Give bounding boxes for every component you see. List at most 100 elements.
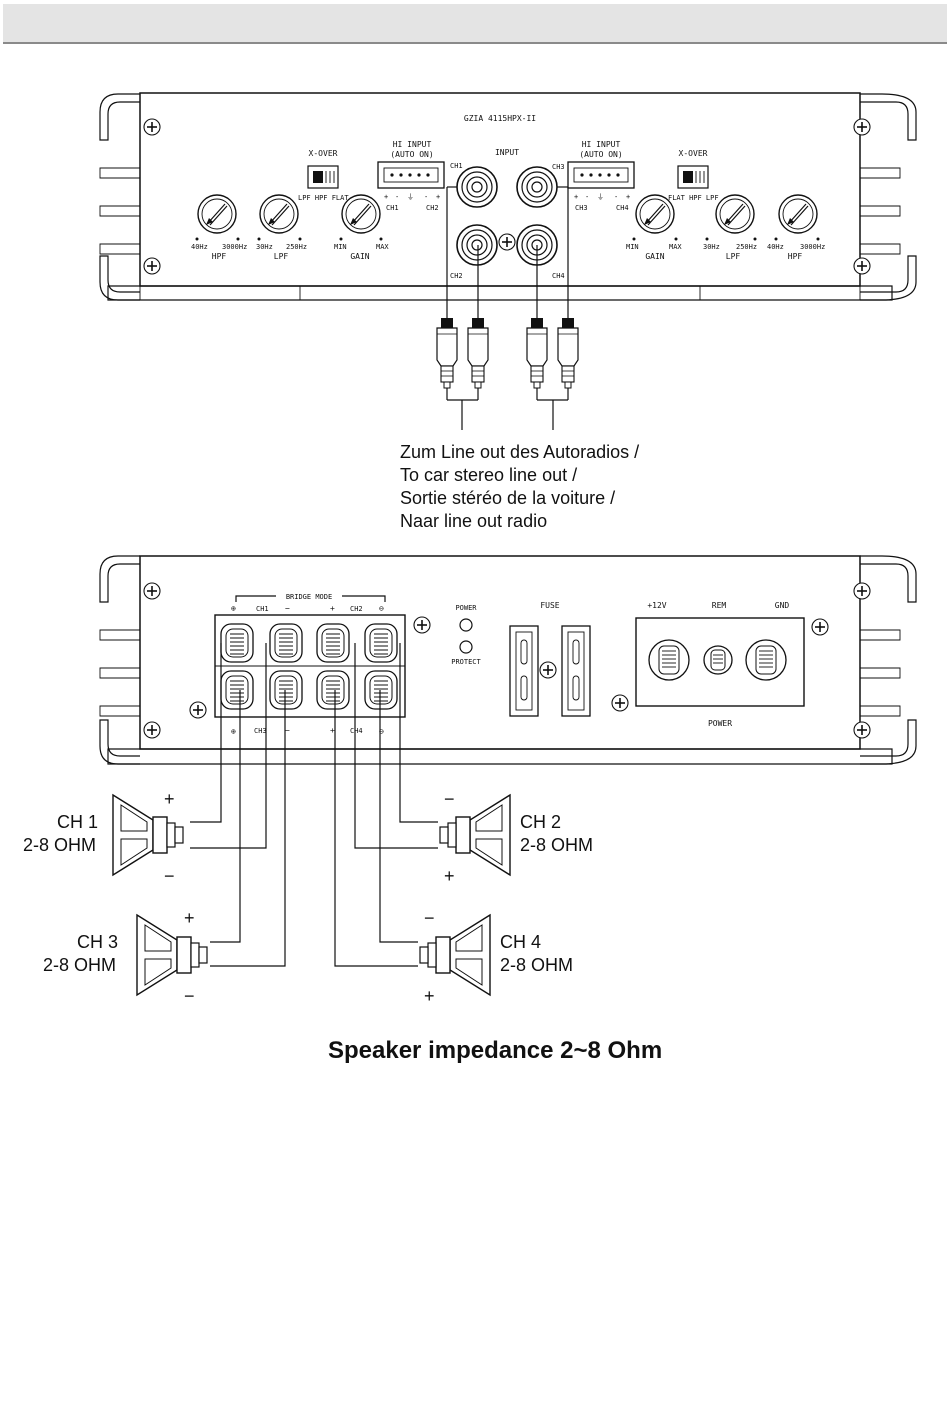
hi-input-label-right: HI INPUT [582,140,621,149]
lpf-min-label-right: 30Hz [703,243,720,251]
line-out-caption-de: Zum Line out des Autoradios / [400,442,639,462]
screw-icon [853,582,871,600]
svg-text:−: − [285,726,290,735]
rca-plug [467,317,489,389]
rca-cables [446,186,569,318]
svg-text:-: - [395,193,399,201]
lpf-max-label: 250Hz [286,243,307,251]
lpf-label-right: LPF [726,252,741,261]
speaker-ch1-label: CH 1 [57,812,98,832]
gain-label-left: GAIN [350,252,369,261]
rca-ch4-label: CH4 [552,272,565,280]
rca-plug [436,317,458,389]
speaker-wires [190,643,438,967]
rca-ch1-label: CH1 [450,162,463,170]
terminal-ch3-plus[interactable] [220,670,254,710]
svg-text:−: − [164,866,175,886]
svg-text:⊖: ⊖ [379,727,384,736]
screw-icon [539,661,557,679]
xover-label-left: X-OVER [309,149,338,158]
gain-knob-right[interactable] [635,194,675,234]
svg-text:⏚: ⏚ [407,193,414,201]
hpf-label-left: HPF [212,252,227,261]
rca-jack-ch2 [456,224,498,266]
hpf-max-label: 3000Hz [222,243,247,251]
speaker-ch2-impedance: 2-8 OHM [520,835,593,855]
ch3-label-hi: CH3 [575,204,588,212]
terminal-ch4-minus[interactable] [364,670,398,710]
terminal-ch2-plus[interactable] [316,623,350,663]
ch4-label-hi: CH4 [616,204,629,212]
svg-text:+: + [444,866,455,886]
terminal-gnd[interactable] [745,639,787,681]
rca-ch2-label: CH2 [450,272,463,280]
speaker-ch3-impedance: 2-8 OHM [43,955,116,975]
plus12v-label: +12V [647,601,666,610]
fuse-label: FUSE [540,601,559,610]
svg-text:+: + [384,193,388,201]
screw-icon [143,257,161,275]
svg-text:-: - [585,193,589,201]
screw-icon [189,701,207,719]
hpf-min-label: 40Hz [191,243,208,251]
protect-led-label: PROTECT [451,658,481,666]
rca-jack-ch1 [456,166,498,208]
lpf-max-label-right: 250Hz [736,243,757,251]
speaker-ch4-impedance: 2-8 OHM [500,955,573,975]
lpf-knob-right[interactable] [715,194,755,234]
ch1-label-hi: CH1 [386,204,399,212]
ch1-plus-label: ⊕ [231,604,236,613]
impedance-caption: Speaker impedance 2~8 Ohm [328,1037,662,1064]
svg-text:+: + [424,986,435,1006]
svg-text:⊕: ⊕ [231,727,236,736]
line-out-caption-fr: Sortie stéréo de la voiture / [400,488,615,508]
terminal-ch1-minus[interactable] [269,623,303,663]
lpf-min-label: 30Hz [256,243,273,251]
terminal-ch3-minus[interactable] [269,670,303,710]
gain-max-label-right: MAX [669,243,682,251]
rca-plug [557,317,579,389]
power-label: POWER [708,719,732,728]
rca-jack-ch3 [516,166,558,208]
terminal-rem[interactable] [703,645,733,675]
speaker-ch4-label: CH 4 [500,932,541,952]
terminal-ch2-minus[interactable] [364,623,398,663]
svg-text:−: − [285,604,290,613]
auto-on-label-left: (AUTO ON) [390,150,433,159]
svg-text:+: + [626,193,630,201]
xover-label-right: X-OVER [679,149,708,158]
bottom-amplifier: BRIDGE MODE ⊕ CH1 − + CH2 ⊖ ⊕ CH3 − + CH… [99,555,917,765]
input-label: INPUT [495,148,519,157]
terminal-ch4-plus[interactable] [316,670,350,710]
gnd-label: GND [775,601,790,610]
screw-icon [143,118,161,136]
lpf-knob-left[interactable] [259,194,299,234]
auto-on-label-right: (AUTO ON) [579,150,622,159]
model-label: GZIA 4115HPX-II [464,114,536,123]
hpf-knob-right[interactable] [778,194,818,234]
hpf-min-label-right: 40Hz [767,243,784,251]
line-out-caption-en: To car stereo line out / [400,465,577,485]
hi-input-label-left: HI INPUT [393,140,432,149]
screw-icon [143,721,161,739]
screw-icon [853,257,871,275]
gain-min-label: MIN [334,243,347,251]
fuse-left [509,625,539,717]
terminal-ch1-plus[interactable] [220,623,254,663]
ch1-label-speaker: CH1 [256,605,269,613]
rem-label: REM [712,601,727,610]
svg-text:+: + [330,604,335,613]
screw-icon [413,616,431,634]
lpf-label-left: LPF [274,252,289,261]
hpf-knob-left[interactable] [197,194,237,234]
rca-plug [526,317,548,389]
protect-led [459,640,473,654]
gain-knob-left[interactable] [341,194,381,234]
gain-min-label-right: MIN [626,243,639,251]
svg-text:−: − [444,789,455,809]
xover-positions-left: LPF HPF FLAT [298,194,349,202]
terminal-12v[interactable] [648,639,690,681]
svg-text:+: + [436,193,440,201]
power-led-label: POWER [455,604,477,612]
